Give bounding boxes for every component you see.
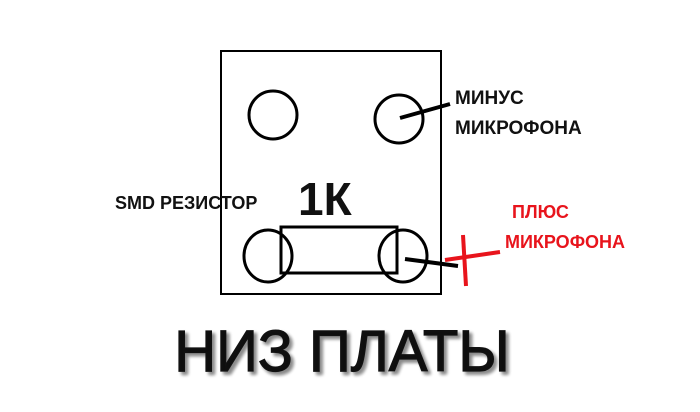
plus-label-line1: ПЛЮС (512, 202, 569, 222)
board-outline (220, 50, 442, 295)
plus-label-line2: МИКРОФОНА (505, 232, 625, 252)
pad-bottom-left (242, 228, 294, 284)
minus-lead-wire (399, 102, 451, 120)
pad-top-left (247, 89, 299, 141)
minus-label-line2: МИКРОФОНА (455, 118, 582, 139)
smd-resistor-label: SMD РЕЗИСТОР (115, 193, 257, 213)
board-bottom-title: НИЗ ПЛАТЫ (174, 319, 509, 384)
minus-label-line1: МИНУС (455, 88, 524, 109)
plus-sign-vertical (461, 234, 468, 287)
plus-lead-wire (404, 257, 459, 268)
plus-sign-horizontal (444, 250, 501, 262)
resistor-value-label: 1К (298, 173, 353, 225)
smd-resistor-body (279, 225, 399, 275)
pad-top-right (373, 93, 425, 145)
pad-bottom-right (377, 228, 429, 284)
